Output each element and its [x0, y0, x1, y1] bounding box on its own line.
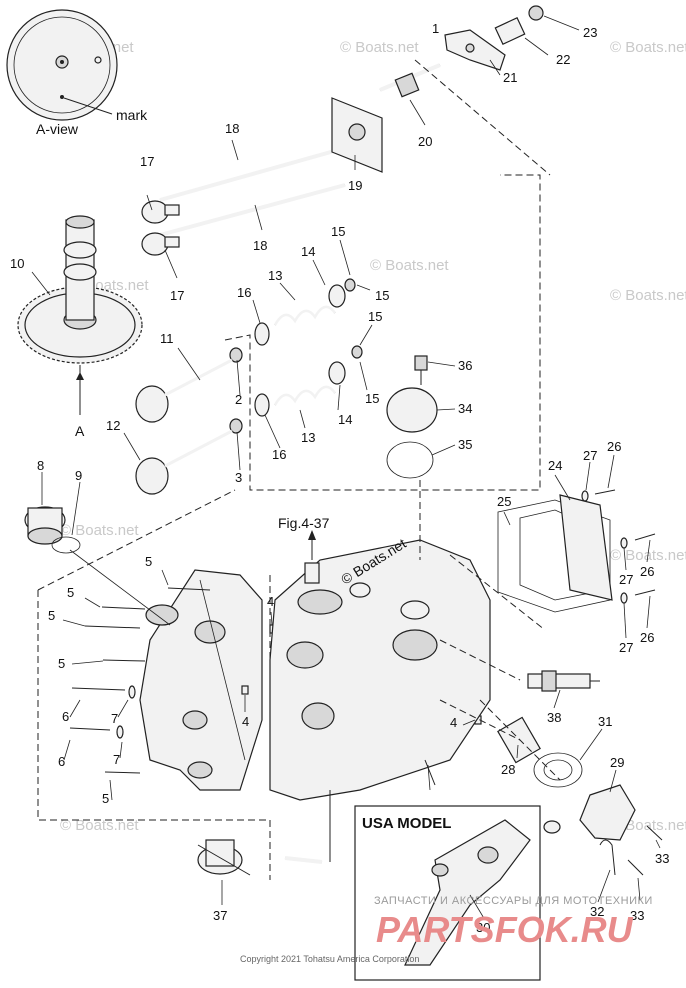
head-cover-gasket: [497, 489, 656, 613]
assembly-lines: [37, 59, 561, 880]
part-label: 33: [655, 851, 669, 866]
part-label: 34: [458, 401, 472, 416]
usa-model-inset: USA MODEL: [354, 805, 541, 981]
part-label: 16: [272, 447, 286, 462]
valve-springs: [229, 278, 363, 434]
watermark: © Boats.net: [60, 817, 139, 834]
part-label: 20: [418, 134, 432, 149]
part-label: 17: [140, 154, 154, 169]
watermark: © Boats.net: [610, 287, 686, 304]
part-label: 17: [170, 288, 184, 303]
part-label: 35: [458, 437, 472, 452]
a-view-inset: mark A-view: [6, 9, 148, 137]
part-label: 10: [10, 256, 24, 271]
part-label: 30: [476, 920, 490, 935]
part-label: 15: [368, 309, 382, 324]
brand-tagline: ЗАПЧАСТИ И АКСЕССУАРЫ ДЛЯ МОТОТЕХНИКИ: [374, 895, 653, 907]
cylinder-head: Fig.4-37: [269, 515, 491, 801]
part-label: 14: [338, 412, 352, 427]
watermark: © Boats.net: [60, 522, 139, 539]
part-label: 1: [432, 21, 439, 36]
a-view-label: A-view: [36, 121, 79, 137]
part-label: 7: [111, 711, 118, 726]
oil-filler-cap: [24, 506, 81, 554]
footer-branding: ЗАПЧАСТИ И АКСЕССУАРЫ ДЛЯ МОТОТЕХНИКИ PA…: [240, 895, 653, 964]
part-label: 5: [102, 791, 109, 806]
part-label: 5: [48, 608, 55, 623]
part-label: 27: [583, 448, 597, 463]
breather-cover: [386, 355, 438, 479]
part-label: 15: [375, 288, 389, 303]
part-label: 25: [497, 494, 511, 509]
part-label: 36: [458, 358, 472, 373]
part-label: 38: [547, 710, 561, 725]
part-label: 4: [242, 714, 249, 729]
part-label: 15: [331, 224, 345, 239]
part-label: 5: [58, 656, 65, 671]
pushrods: [141, 146, 346, 256]
part-label: 22: [556, 52, 570, 67]
watermark: © Boats.net: [610, 39, 686, 56]
part-label: 13: [268, 268, 282, 283]
leader-lines: [31, 15, 661, 921]
part-label: 18: [225, 121, 239, 136]
part-label: 7: [113, 752, 120, 767]
copyright-text: Copyright 2021 Tohatsu America Corporati…: [240, 954, 419, 964]
usa-model-label: USA MODEL: [362, 815, 451, 832]
watermark: © Boats.net: [370, 257, 449, 274]
part-label: 23: [583, 25, 597, 40]
part-label: 2: [235, 392, 242, 407]
part-label: 31: [598, 714, 612, 729]
fig-ref-label: Fig.4-37: [278, 515, 330, 531]
part-label: 4: [450, 715, 457, 730]
part-label: 29: [610, 755, 624, 770]
mark-label: mark: [116, 107, 148, 123]
camshaft-gear: A: [17, 215, 143, 439]
part-label: 15: [365, 391, 379, 406]
part-label: 27: [619, 572, 633, 587]
cylinder-cover: [139, 569, 263, 791]
part-label: 9: [75, 468, 82, 483]
part-label: 21: [503, 70, 517, 85]
part-label: 5: [145, 554, 152, 569]
part-labels: 1 2 3 4 4 4 5 5 5 5 5 6 6 7 7 8 9 10 11 …: [10, 21, 669, 935]
spark-plug: [527, 670, 600, 692]
part-label: 32: [590, 904, 604, 919]
part-label: 26: [640, 564, 654, 579]
governor-gear: [197, 839, 323, 876]
part-label: 3: [235, 470, 242, 485]
watermark: © Boats.net: [340, 39, 419, 56]
view-ref-a: A: [75, 423, 85, 439]
part-label: 5: [67, 585, 74, 600]
part-label: 16: [237, 285, 251, 300]
part-label: 14: [301, 244, 315, 259]
part-label: 33: [630, 908, 644, 923]
part-label: 27: [619, 640, 633, 655]
valves: [135, 358, 233, 495]
part-label: 8: [37, 458, 44, 473]
part-label: 11: [160, 331, 174, 346]
part-label: 13: [301, 430, 315, 445]
brand-name: PARTSFOK.RU: [376, 909, 634, 950]
part-label: 12: [106, 418, 120, 433]
part-label: 37: [213, 908, 227, 923]
part-label: 19: [348, 178, 362, 193]
part-label: 26: [640, 630, 654, 645]
part-label: 18: [253, 238, 267, 253]
part-label: 28: [501, 762, 515, 777]
part-label: 4: [267, 594, 274, 609]
part-label: 6: [62, 709, 69, 724]
part-label: 26: [607, 439, 621, 454]
part-label: 6: [58, 754, 65, 769]
part-label: 24: [548, 458, 562, 473]
